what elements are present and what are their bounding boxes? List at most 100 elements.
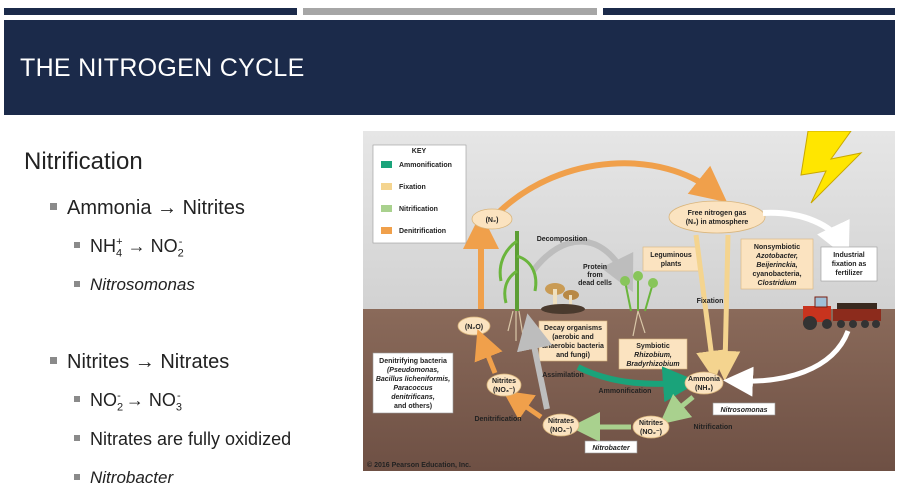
- symbiotic-label-1: Symbiotic: [636, 343, 670, 350]
- leguminous-box: [642, 246, 700, 272]
- arrow-ammonification: [576, 364, 699, 403]
- nitrites-left-label-1: Nitrites: [492, 378, 516, 385]
- nonsymbiotic-label-2: Azotobacter,: [755, 253, 798, 260]
- bullet-square-icon: [50, 357, 57, 365]
- top-accent-bar-left: [4, 8, 297, 15]
- ammonia-label-1: Ammonia: [688, 376, 720, 383]
- key-swatch-nitrification: [381, 205, 392, 212]
- nitrites-left-label-2: (NO₃⁻): [493, 387, 515, 394]
- arrow-assimilation: [516, 313, 553, 410]
- denitrifying-label-6: and others): [394, 403, 432, 410]
- key-title: KEY: [412, 148, 427, 155]
- section-heading: Nitrification: [24, 148, 143, 175]
- nitrobacter-box: [584, 440, 638, 454]
- nitrogen-cycle-diagram: KEY Ammonification Fixation Nitrificatio…: [363, 131, 895, 471]
- bullet-square-icon: [74, 280, 80, 287]
- symbiotic-label-2: Rhizobium,: [634, 352, 672, 359]
- arrow-nitrites-to-n2o: [474, 329, 503, 374]
- tractor-icon: [803, 296, 881, 330]
- nitrobacter-label: Nitrobacter: [592, 445, 631, 452]
- decay-label-4: and fungi): [556, 352, 590, 359]
- denitrifying-label-5: denitrificans,: [391, 394, 435, 401]
- leguminous-label-1: Leguminous: [650, 252, 692, 259]
- top-accent-bar-right: [603, 8, 895, 15]
- title-banner: [4, 20, 895, 115]
- protein-label-3: dead cells: [578, 280, 612, 287]
- bullet-square-icon: [74, 242, 80, 249]
- key-label-nitrification: Nitrification: [399, 206, 438, 213]
- free-nitrogen-cloud: [668, 200, 766, 234]
- n2o-label: (N₂O): [465, 324, 483, 331]
- nitrites-right-label-2: (NO₂⁻): [640, 429, 662, 436]
- bullet-formula-nitrites: NO2- → NO3-: [74, 390, 182, 414]
- nonsymbiotic-label-4: cyanobacteria,: [752, 271, 801, 278]
- nitrification-label: Nitrification: [694, 424, 733, 431]
- free-nitrogen-label-1: Free nitrogen gas: [688, 210, 747, 217]
- decay-label-2: (aerobic and: [552, 334, 594, 341]
- nitrites-left-bubble: [486, 373, 522, 397]
- arrow-nitrates-to-nitrites: [502, 390, 543, 420]
- nonsymbiotic-label-3: Beijerinckia,: [756, 262, 797, 269]
- bullet-square-icon: [74, 396, 80, 403]
- arrow-ammonia-to-nitrites: [659, 393, 695, 425]
- legume-plant-icon: [620, 271, 658, 337]
- arrow-fixation-nonsym: [710, 234, 741, 381]
- bullet-nitrates-oxidized: Nitrates are fully oxidized: [74, 429, 291, 450]
- ammonia-bubble: [684, 371, 724, 395]
- bullet-formula-ammonia: NH4+ → NO2-: [74, 236, 184, 260]
- nonsymbiotic-box: [740, 238, 814, 290]
- denitrifying-label-2: (Pseudomonas,: [387, 367, 439, 374]
- protein-label-2: from: [587, 272, 603, 279]
- decay-label-3: anaerobic bacteria: [542, 343, 604, 350]
- nitrates-bubble: [542, 413, 580, 437]
- denitrifying-label-4: Paracoccus: [393, 385, 432, 392]
- industrial-label-2: fixation as: [832, 261, 867, 268]
- key-label-fixation: Fixation: [399, 184, 426, 191]
- symbiotic-box: [618, 338, 688, 370]
- top-accent-bar-middle: [303, 8, 597, 15]
- industrial-box: [820, 246, 878, 282]
- arrow-fixation-industrial: [723, 330, 851, 397]
- decay-label-1: Decay organisms: [544, 325, 602, 332]
- decomposition-label: Decomposition: [537, 236, 588, 243]
- denitrification-label: Denitrification: [474, 416, 521, 423]
- arrow-to-atmosphere: [495, 160, 728, 216]
- bullet-nitrites-nitrates: Nitrites → Nitrates: [50, 351, 229, 374]
- slide-title: THE NITROGEN CYCLE: [20, 54, 305, 82]
- protein-label-1: Protein: [583, 264, 607, 271]
- arrow-decomposition: [530, 238, 634, 293]
- nitrates-label-1: Nitrates: [548, 418, 574, 425]
- nitrites-right-label-1: Nitrites: [639, 420, 663, 427]
- bullet-organism-nitrobacter: Nitrobacter: [74, 468, 173, 488]
- nitrosomonas-box: [712, 402, 776, 416]
- ammonification-label: Ammonification: [599, 388, 652, 395]
- fixation-label: Fixation: [697, 298, 724, 305]
- symbiotic-label-3: Bradyrhizobium: [626, 361, 679, 368]
- nonsymbiotic-label-1: Nonsymbiotic: [754, 244, 800, 251]
- free-nitrogen-label-2: (N₂) in atmosphere: [686, 219, 749, 226]
- corn-plant-icon: [498, 231, 538, 341]
- arrow-fixation-legume: [693, 234, 726, 381]
- lightning-bolt-icon: [800, 131, 863, 204]
- key-swatch-denitrification: [381, 227, 392, 234]
- denitrifying-label-1: Denitrifying bacteria: [379, 358, 447, 365]
- copyright-text: © 2016 Pearson Education, Inc.: [367, 461, 471, 469]
- bullet-square-icon: [50, 203, 57, 211]
- mushroom-icon: [541, 283, 585, 314]
- industrial-label-1: Industrial: [833, 252, 865, 259]
- key-swatch-fixation: [381, 183, 392, 190]
- key-swatch-ammonification: [381, 161, 392, 168]
- key-label-denitrification: Denitrification: [399, 228, 446, 235]
- ammonia-label-2: (NH₃): [695, 385, 713, 392]
- bullet-square-icon: [74, 473, 80, 480]
- key-label-ammonification: Ammonification: [399, 162, 452, 169]
- n2-cloud: [471, 208, 513, 230]
- denitrifying-bacteria-box: [372, 352, 454, 414]
- industrial-label-3: fertilizer: [835, 270, 863, 277]
- n2-label: (N₂): [486, 217, 499, 224]
- denitrifying-label-3: Bacillus licheniformis,: [376, 376, 450, 383]
- arrow-to-industrial: [762, 209, 850, 260]
- bullet-square-icon: [74, 435, 80, 442]
- bullet-organism-nitrosomonas: Nitrosomonas: [74, 275, 195, 295]
- nitrosomonas-label: Nitrosomonas: [720, 407, 767, 414]
